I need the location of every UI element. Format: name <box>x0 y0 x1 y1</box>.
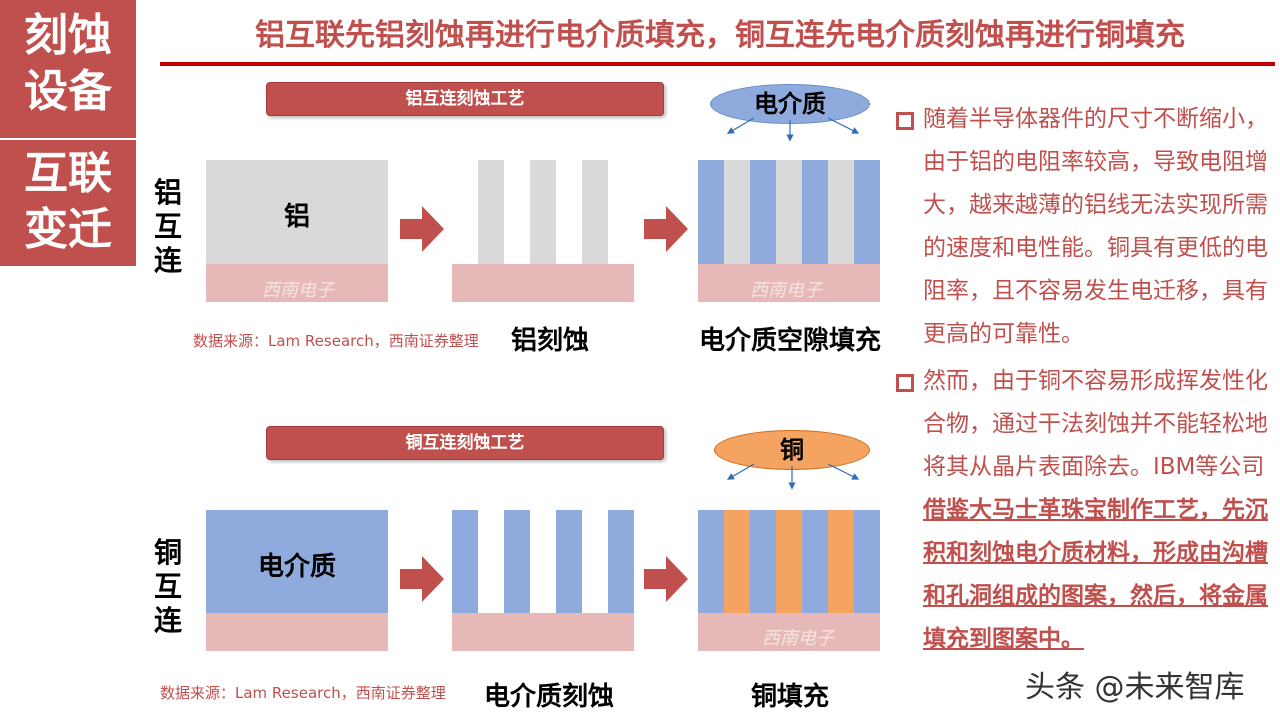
source-note: 数据来源：Lam Research，西南证券整理 <box>193 332 479 350</box>
aluminum-line <box>582 160 608 264</box>
al-side-char-1: 铝 <box>153 176 182 209</box>
bullet-text: 然而，由于铜不容易形成挥发性化合物，通过干法刻蚀并不能轻松地将其从晶片表面除去。… <box>923 368 1268 480</box>
aluminum-block-label: 铝 <box>283 202 310 232</box>
sidebar-line-2: 设备 <box>24 66 112 117</box>
dielectric-block-label: 电介质 <box>257 552 336 582</box>
bullet-square-icon <box>896 374 914 392</box>
caption-aluminum-etch: 铝刻蚀 <box>510 326 589 356</box>
dielectric-source-ellipse: 电介质 <box>710 84 870 124</box>
caption-copper-fill: 铜填充 <box>750 682 829 712</box>
sidebar-line-4: 变迁 <box>24 204 112 255</box>
dielectric-line <box>452 510 478 613</box>
substrate-layer <box>452 613 634 651</box>
bullet-text: 随着半导体器件的尺寸不断缩小，由于铝的电阻率较高，导致电阻增大，越来越薄的铝线无… <box>923 106 1268 347</box>
bullet-highlight: 借鉴大马士革珠宝制作工艺，先沉积和刻蚀电介质材料，形成由沟槽和孔洞组成的图案，然… <box>923 497 1268 652</box>
watermark-text: 西南电子 <box>262 280 334 301</box>
aluminum-line <box>530 160 556 264</box>
dielectric-ellipse-label: 电介质 <box>754 90 826 118</box>
footer-watermark: 头条 @未来智库 <box>1025 670 1245 705</box>
process-arrow-icon <box>400 556 444 602</box>
watermark-text: 西南电子 <box>762 628 834 649</box>
copper-ellipse-label: 铜 <box>780 436 804 464</box>
cu-side-char-3: 连 <box>153 604 182 637</box>
bullet-list: 随着半导体器件的尺寸不断缩小，由于铝的电阻率较高，导致电阻增大，越来越薄的铝线无… <box>893 98 1273 661</box>
process-arrow-icon <box>644 206 688 252</box>
substrate-layer <box>206 264 388 302</box>
sidebar-line-1: 刻蚀 <box>24 10 112 61</box>
bullet-item: 然而，由于铜不容易形成挥发性化合物，通过干法刻蚀并不能轻松地将其从晶片表面除去。… <box>893 360 1273 661</box>
substrate-layer <box>698 264 880 302</box>
aluminum-layer <box>206 160 388 264</box>
page-title: 铝互联先铝刻蚀再进行电介质填充，铜互连先电介质刻蚀再进行铜填充 <box>255 18 1185 53</box>
dielectric-line <box>556 510 582 613</box>
process-arrow-icon <box>644 556 688 602</box>
copper-interconnect-label: 铜 互 连 <box>148 536 188 638</box>
bullet-item: 随着半导体器件的尺寸不断缩小，由于铝的电阻率较高，导致电阻增大，越来越薄的铝线无… <box>893 98 1273 356</box>
bullet-square-icon <box>896 112 914 130</box>
substrate-layer <box>206 613 388 651</box>
aluminum-process-banner: 铝互连刻蚀工艺 <box>266 82 664 116</box>
watermark-text: 西南电子 <box>750 280 822 301</box>
sidebar-box-interconnect-evolution: 互联 变迁 <box>0 140 136 266</box>
source-note: 数据来源：Lam Research，西南证券整理 <box>160 684 446 702</box>
aluminum-interconnect-label: 铝 互 连 <box>148 176 188 278</box>
aluminum-line <box>478 160 504 264</box>
title-divider <box>160 62 1275 66</box>
caption-dielectric-gapfill: 电介质空隙填充 <box>698 326 881 356</box>
sidebar-line-3: 互联 <box>24 148 112 199</box>
substrate-layer <box>452 264 634 302</box>
al-side-char-2: 互 <box>153 210 182 243</box>
dielectric-layer <box>206 510 388 613</box>
deposition-arrows <box>726 117 860 142</box>
substrate-layer <box>698 613 880 651</box>
process-arrow-icon <box>400 206 444 252</box>
sidebar-box-etch-equipment: 刻蚀 设备 <box>0 0 136 138</box>
al-side-char-3: 连 <box>153 244 182 277</box>
cu-side-char-2: 互 <box>153 570 182 603</box>
deposition-arrows <box>726 463 860 490</box>
dielectric-line <box>504 510 530 613</box>
caption-dielectric-etch: 电介质刻蚀 <box>483 682 614 712</box>
dielectric-line <box>608 510 634 613</box>
copper-filled-stack <box>698 510 880 613</box>
filled-stack <box>698 160 880 264</box>
copper-process-banner: 铜互连刻蚀工艺 <box>266 426 664 460</box>
cu-side-char-1: 铜 <box>153 536 182 569</box>
